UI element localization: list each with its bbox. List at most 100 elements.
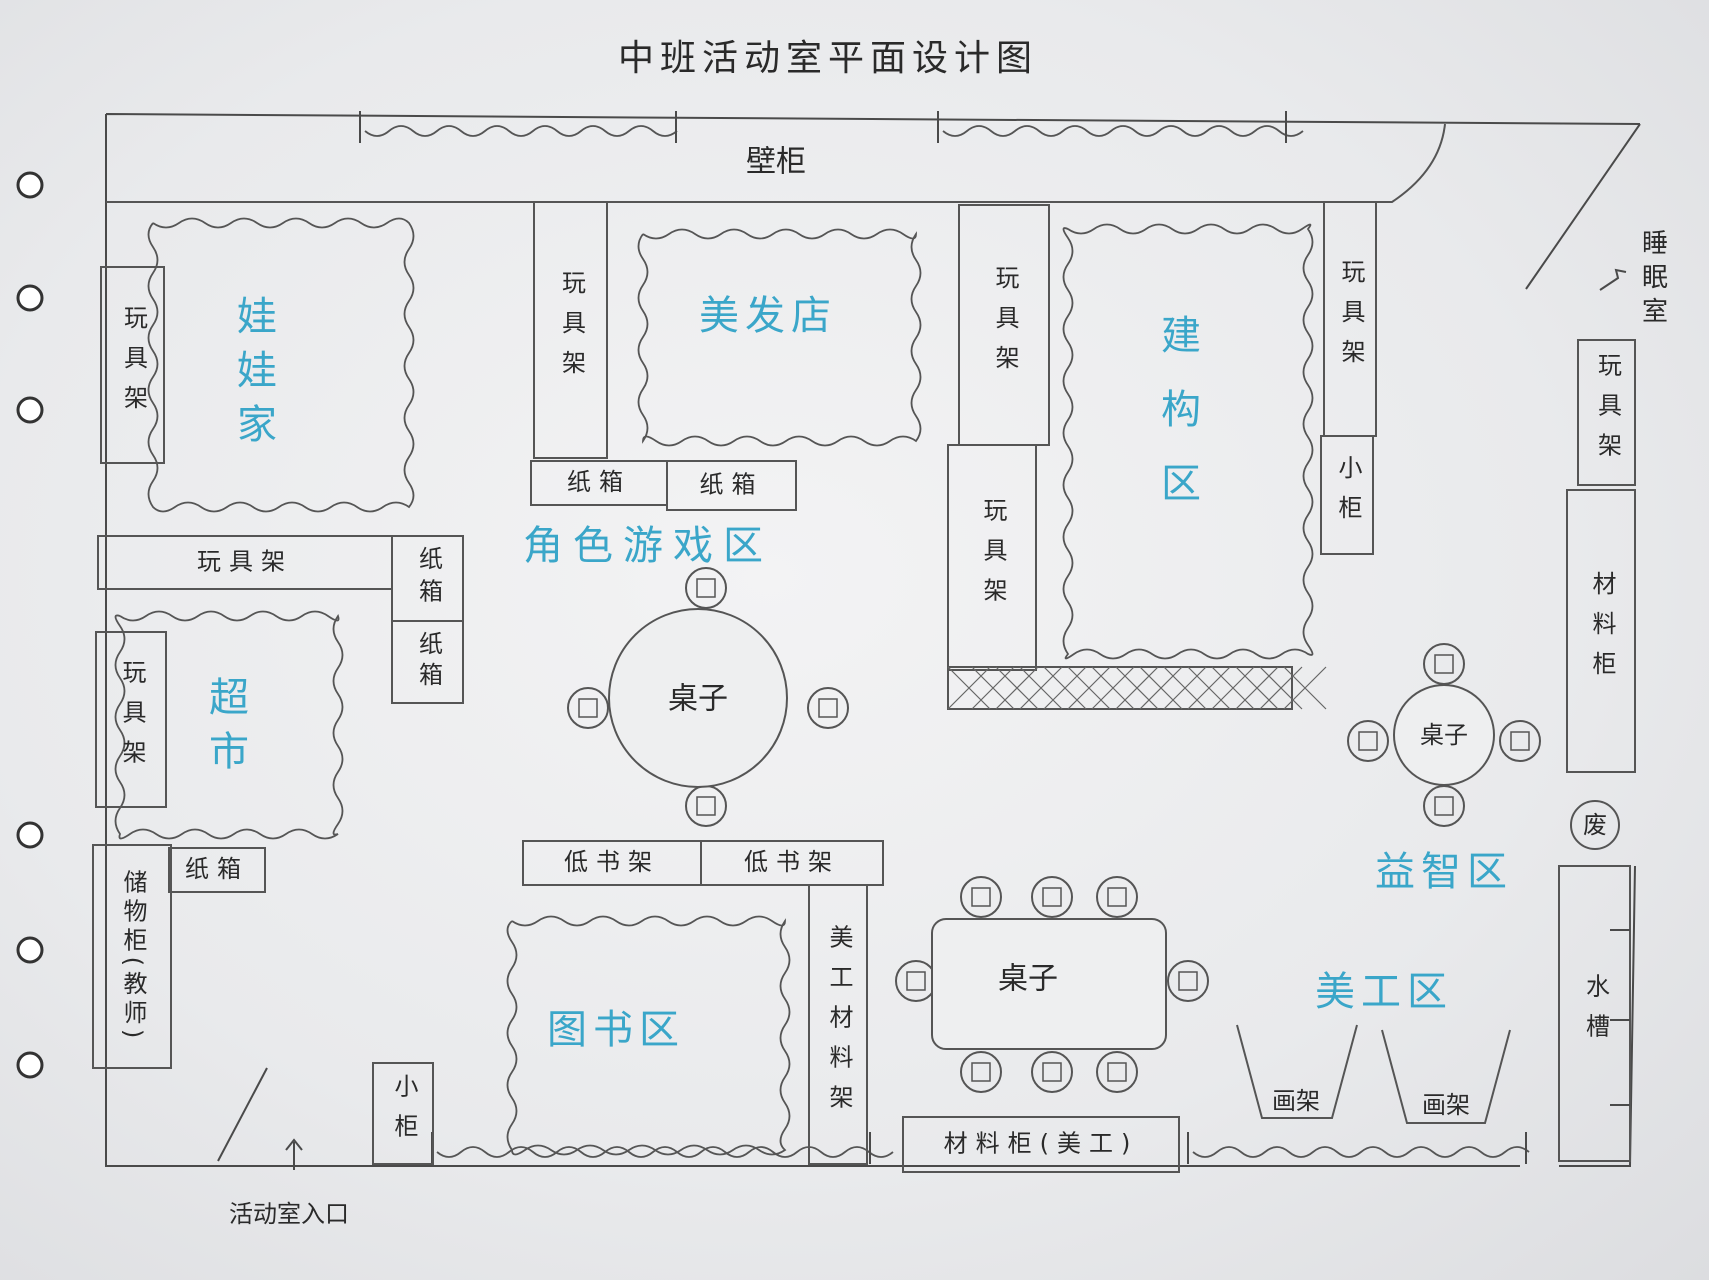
small-cabinet-library-label: 小柜 xyxy=(390,1074,418,1154)
zone-library: 图书区 xyxy=(547,1007,685,1053)
easel-2: 画架 xyxy=(1381,1029,1511,1124)
window-3 xyxy=(436,1146,894,1158)
toy-shelf-construction-2-label: 玩具架 xyxy=(979,498,1007,618)
chair xyxy=(1499,720,1541,762)
toy-shelf-supermarket-top: 玩具架 xyxy=(97,535,393,590)
zone-art: 美工区 xyxy=(1315,969,1453,1015)
material-cabinet: 材料柜 xyxy=(1566,489,1636,773)
zone-hair-salon: 美发店 xyxy=(699,293,837,339)
chair xyxy=(895,960,937,1002)
svg-text:画架: 画架 xyxy=(1272,1087,1320,1115)
carton-3: 纸箱 xyxy=(391,535,464,622)
window-2 xyxy=(942,125,1304,137)
toy-shelf-doll-house: 玩具架 xyxy=(100,266,165,464)
carton-2-label: 纸箱 xyxy=(700,471,764,499)
chair xyxy=(807,687,849,729)
chair xyxy=(960,876,1002,918)
trash-bin: 废 xyxy=(1570,800,1620,850)
chair xyxy=(1167,960,1209,1002)
low-bookshelf-1: 低书架 xyxy=(522,840,702,886)
zone-rugs xyxy=(114,217,1314,1156)
easel-1: 画架 xyxy=(1236,1024,1358,1119)
carton-5-label: 纸箱 xyxy=(185,855,249,883)
toy-shelf-construction-3: 玩具架 xyxy=(1323,201,1377,437)
round-table-role-play: 桌子 xyxy=(567,567,849,827)
svg-text:壁柜: 壁柜 xyxy=(746,145,806,180)
small-cabinet-construction: 小柜 xyxy=(1320,435,1374,555)
storage-cabinet-label: 储物柜(教师) xyxy=(119,870,147,1044)
supermarket-rug xyxy=(114,610,344,840)
toy-shelf-supermarket-top-label: 玩具架 xyxy=(197,548,293,576)
window-1 xyxy=(364,125,678,137)
wall-cabinet: 壁柜 xyxy=(106,123,1446,203)
art-material-cabinet: 材料柜(美工) xyxy=(902,1116,1180,1173)
carton-4-label: 纸箱 xyxy=(415,631,443,693)
binder-holes xyxy=(16,171,44,1079)
svg-text:废: 废 xyxy=(1583,811,1607,839)
carton-3-label: 纸箱 xyxy=(415,546,443,611)
construction-rug xyxy=(1062,223,1314,660)
zone-construction: 建构区 xyxy=(1154,314,1200,536)
entrance-door: 活动室入口 xyxy=(217,1067,349,1228)
toy-shelf-construction-1: 玩具架 xyxy=(958,204,1050,446)
toy-shelf-hair-salon-label: 玩具架 xyxy=(558,270,586,390)
table-label: 桌子 xyxy=(668,682,728,717)
art-material-shelf: 美工材料架 xyxy=(808,884,868,1165)
chair xyxy=(1423,785,1465,827)
library-rug xyxy=(506,915,791,1156)
storage-cabinet: 储物柜(教师) xyxy=(92,844,172,1069)
low-bookshelf-2: 低书架 xyxy=(700,840,884,886)
zone-puzzle: 益智区 xyxy=(1375,849,1513,895)
chair xyxy=(960,1051,1002,1093)
toy-shelf-hair-salon: 玩具架 xyxy=(533,201,608,459)
carton-4: 纸箱 xyxy=(391,620,464,704)
table-label: 桌子 xyxy=(998,962,1058,997)
toy-shelf-supermarket-label: 玩具架 xyxy=(118,660,146,780)
carton-5: 纸箱 xyxy=(168,847,266,893)
small-cabinet-construction-label: 小柜 xyxy=(1334,455,1362,535)
round-table-puzzle: 桌子 xyxy=(1347,643,1541,827)
window-4 xyxy=(1192,1146,1530,1158)
toy-shelf-supermarket: 玩具架 xyxy=(95,631,167,808)
zone-labels: 娃娃家 美发店 角色游戏区 建构区 超市 图书区 益智区 美工区 xyxy=(202,293,1513,1053)
small-cabinet-library: 小柜 xyxy=(372,1062,434,1165)
window-frame xyxy=(359,111,677,143)
chair xyxy=(1096,876,1138,918)
chair xyxy=(1347,720,1389,762)
carton-2: 纸箱 xyxy=(666,460,797,511)
construction-floor-mat xyxy=(947,666,1327,710)
toy-shelf-right-wall: 玩具架 xyxy=(1577,339,1636,486)
table-label: 桌子 xyxy=(1420,721,1468,749)
chair xyxy=(685,567,727,609)
chair xyxy=(685,785,727,827)
room-walls-right xyxy=(1559,865,1636,1167)
toy-shelf-construction-1-label: 玩具架 xyxy=(991,265,1019,385)
zone-supermarket: 超市 xyxy=(202,676,248,784)
art-material-shelf-label: 美工材料架 xyxy=(825,925,853,1125)
sink-taps xyxy=(1610,929,1630,1106)
diagram-title: 中班活动室平面设计图 xyxy=(618,38,1038,79)
svg-text:画架: 画架 xyxy=(1422,1091,1470,1119)
toy-shelf-doll-house-label: 玩具架 xyxy=(120,305,148,425)
carton-1-label: 纸箱 xyxy=(567,468,631,496)
chair xyxy=(567,687,609,729)
window-frame xyxy=(937,111,1287,143)
toy-shelf-construction-3-label: 玩具架 xyxy=(1337,259,1365,379)
entrance-label: 活动室入口 xyxy=(229,1200,349,1228)
low-bookshelf-1-label: 低书架 xyxy=(564,848,660,876)
doll-house-rug xyxy=(147,217,415,513)
carton-1: 纸箱 xyxy=(530,460,668,506)
zone-role-play: 角色游戏区 xyxy=(523,523,773,569)
room-walls xyxy=(105,113,1641,1167)
chair xyxy=(1031,876,1073,918)
zone-doll-house: 娃娃家 xyxy=(230,295,276,457)
chair xyxy=(1423,643,1465,685)
rect-table-art: 桌子 xyxy=(895,876,1209,1093)
window-frame xyxy=(1187,1132,1527,1164)
material-cabinet-label: 材料柜 xyxy=(1588,571,1616,691)
sink-label: 水槽 xyxy=(1582,974,1610,1054)
bedroom-label: 睡眠室 xyxy=(1638,229,1668,331)
chair xyxy=(1031,1051,1073,1093)
